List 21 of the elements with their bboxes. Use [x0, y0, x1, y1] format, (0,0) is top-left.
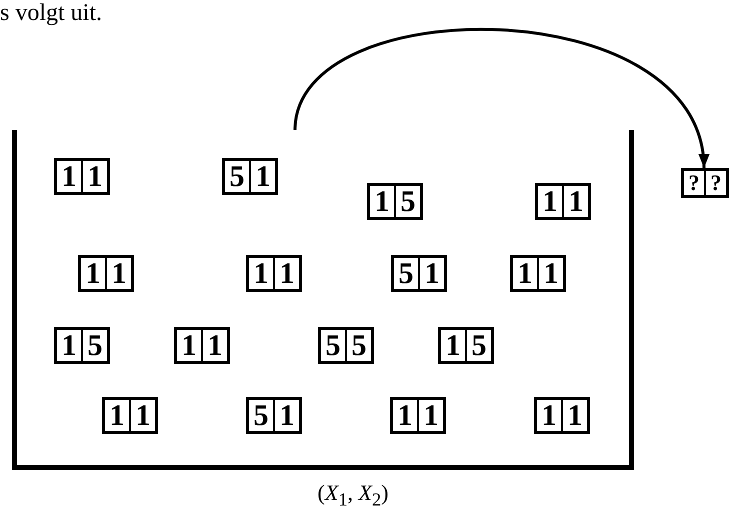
number-tile: 1 1	[78, 255, 134, 292]
sentence-fragment: s volgt uit.	[0, 0, 102, 26]
number-tile: 1 1	[510, 255, 566, 292]
number-tile: 1 5	[54, 327, 110, 364]
number-tile: 5 1	[246, 397, 302, 434]
number-tile: 1 1	[174, 327, 230, 364]
number-tile: 1 1	[534, 397, 590, 434]
number-tile: 1 1	[54, 158, 110, 195]
number-tile: 1 5	[367, 183, 423, 220]
number-tile: 1 1	[102, 397, 158, 434]
number-tile: 1 1	[535, 183, 591, 220]
number-tile: 5 1	[222, 158, 278, 195]
node-label: (X$_{1}$, X$_{2}$)	[318, 480, 388, 510]
urn-container	[12, 130, 634, 470]
number-tile: 5 5	[318, 327, 374, 364]
number-tile: 1 1	[390, 397, 446, 434]
number-tile: 5 1	[391, 255, 447, 292]
number-tile: ? ?	[681, 168, 729, 198]
arrow	[294, 28, 707, 168]
number-tile: 1 1	[246, 255, 302, 292]
number-tile: 1 5	[438, 327, 494, 364]
